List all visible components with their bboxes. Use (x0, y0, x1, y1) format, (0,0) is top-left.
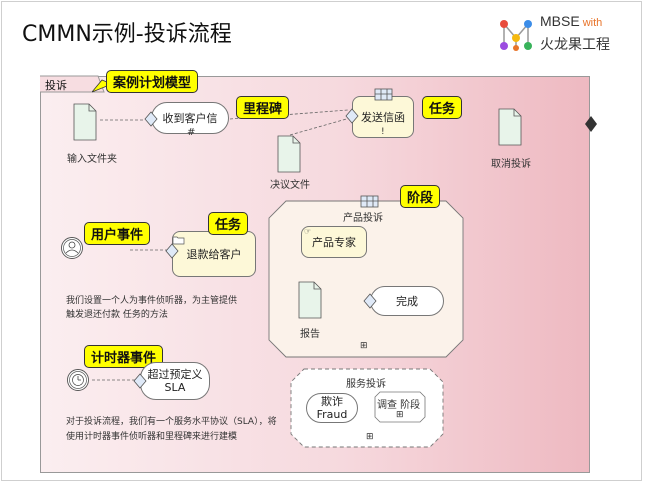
entry-criterion-icon (144, 111, 158, 127)
timer-event-icon (67, 369, 89, 391)
callout-stage: 阶段 (400, 185, 441, 208)
stage-service-complaint[interactable] (290, 368, 444, 448)
callout-timer-event: 计时器事件 (84, 345, 164, 368)
stage-collapse-icon[interactable]: ⊞ (360, 341, 368, 351)
sla-entry-criterion-icon (133, 373, 147, 389)
mbse-logo-icon (500, 20, 532, 51)
send-letter-label: 发送信函 (361, 111, 405, 124)
refund-task-label: 退款给客户 (186, 248, 242, 261)
input-folder-label: 输入文件夹 (67, 154, 117, 165)
task-entry-criterion-icon (345, 108, 359, 124)
stage-table-icon (360, 195, 379, 208)
done-entry-criterion-icon (363, 293, 377, 309)
task-table-icon (374, 88, 393, 101)
cancel-doc-icon (498, 108, 522, 146)
task-send-letter[interactable]: 发送信函 (352, 96, 414, 138)
report-doc-label: 报告 (300, 329, 320, 340)
cancel-doc-label: 取消投诉 (491, 159, 531, 170)
fraud-label-line2: Fraud (316, 408, 348, 421)
callout-milestone: 里程碑 (236, 96, 290, 119)
timer-note-line1: 对于投诉流程，我们有一个服务水平协议（SLA），将 (66, 417, 277, 427)
callout-case-plan: 案例计划模型 (106, 70, 199, 93)
milestone-label: 收到客户信 (162, 112, 218, 125)
user-event-note-line1: 我们设置一个人为事件侦听器，为主管提供 (66, 296, 238, 306)
callout-task-2: 任务 (208, 212, 249, 235)
logo-line2: 火龙果工程 (540, 37, 610, 53)
input-folder-doc-icon (73, 103, 97, 141)
milestone-sla[interactable]: 超过预定义 SLA (140, 362, 210, 400)
sla-label-line2: SLA (164, 381, 186, 394)
resolution-doc-label: 决议文件 (270, 180, 310, 191)
service-collapse-icon[interactable]: ⊞ (366, 432, 374, 442)
task-product-expert[interactable]: 产品专家 (301, 226, 367, 258)
user-event-icon (61, 237, 83, 259)
user-event-note-line2: 触发退还付款 任务的方法 (66, 310, 168, 320)
task-fraud[interactable]: 欺诈 Fraud (306, 393, 358, 423)
timer-note-line2: 使用计时器事件侦听器和里程碑来进行建模 (66, 432, 238, 442)
investigate-stage-label: 调查 阶段 (377, 400, 421, 411)
callout-task-1: 任务 (422, 96, 463, 119)
investigate-collapse-icon[interactable]: ⊞ (396, 410, 404, 420)
stage-service-title: 服务投诉 (346, 379, 386, 390)
product-expert-label: 产品专家 (312, 236, 356, 249)
stage-investigate[interactable] (374, 391, 426, 423)
discretionary-icon: ☞ (304, 227, 312, 236)
report-doc-icon (298, 281, 322, 319)
stage-product-title: 产品投诉 (343, 213, 383, 224)
logo-with: with (582, 17, 603, 29)
task-folder-icon (172, 236, 185, 245)
plan-tab-label: 投诉 (45, 79, 67, 92)
refund-entry-criterion-icon (165, 243, 179, 259)
resolution-doc-icon (277, 135, 301, 173)
fraud-label-line1: 欺诈 (321, 395, 343, 408)
manual-activation-icon: # (187, 127, 196, 138)
callout-user-event: 用户事件 (84, 222, 151, 245)
milestone-done[interactable]: 完成 (370, 286, 444, 316)
sla-label-line1: 超过预定义 (147, 368, 203, 381)
required-marker-icon: ! (381, 127, 385, 137)
page-title: CMMN示例-投诉流程 (22, 22, 232, 47)
done-label: 完成 (396, 295, 418, 308)
